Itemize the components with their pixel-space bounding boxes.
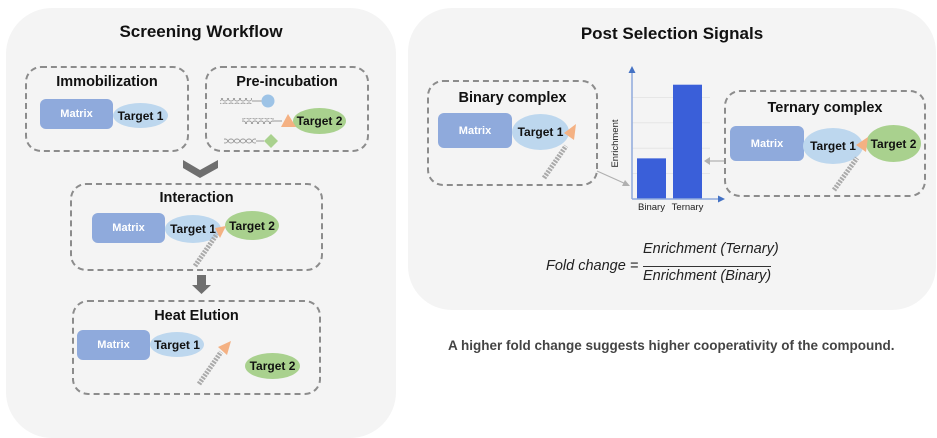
- target2-ellipse: Target 2: [225, 211, 279, 240]
- preincubation-box: Pre-incubation: [205, 66, 369, 152]
- matrix-block: Matrix: [438, 113, 512, 148]
- heat-elution-box: Heat Elution: [72, 300, 321, 395]
- target2-ellipse: Target 2: [293, 108, 346, 134]
- formula-lhs: Fold change =: [546, 258, 639, 274]
- preincubation-title: Pre-incubation: [236, 74, 338, 90]
- heat-elution-title: Heat Elution: [154, 308, 239, 324]
- binary-complex-title: Binary complex: [458, 90, 567, 106]
- post-selection-title: Post Selection Signals: [580, 24, 764, 43]
- matrix-block: Matrix: [730, 126, 804, 161]
- formula-denominator: Enrichment (Binary): [643, 268, 772, 284]
- matrix-block: Matrix: [77, 330, 150, 360]
- screening-workflow-title: Screening Workflow: [119, 22, 283, 41]
- target2-ellipse: Target 2: [866, 125, 921, 162]
- target2-ellipse: Target 2: [245, 353, 300, 379]
- interaction-title: Interaction: [159, 190, 234, 206]
- conclusion-text: A higher fold change suggests higher coo…: [448, 338, 895, 353]
- ternary-complex-title: Ternary complex: [767, 100, 883, 116]
- matrix-block: Matrix: [40, 99, 113, 129]
- immobilization-title: Immobilization: [56, 74, 158, 90]
- target1-ellipse: Target 1: [803, 128, 863, 164]
- fraction-line: [643, 266, 771, 267]
- formula-numerator: Enrichment (Ternary): [643, 241, 779, 257]
- target1-ellipse: Target 1: [113, 103, 168, 128]
- binary-complex-box: Binary complex: [427, 80, 598, 186]
- matrix-block: Matrix: [92, 213, 165, 243]
- ternary-complex-box: Ternary complex: [724, 90, 926, 197]
- target1-ellipse: Target 1: [512, 114, 569, 150]
- target1-ellipse: Target 1: [165, 215, 221, 243]
- interaction-box: Interaction: [70, 183, 323, 271]
- target1-ellipse: Target 1: [150, 332, 204, 357]
- immobilization-box: Immobilization: [25, 66, 189, 152]
